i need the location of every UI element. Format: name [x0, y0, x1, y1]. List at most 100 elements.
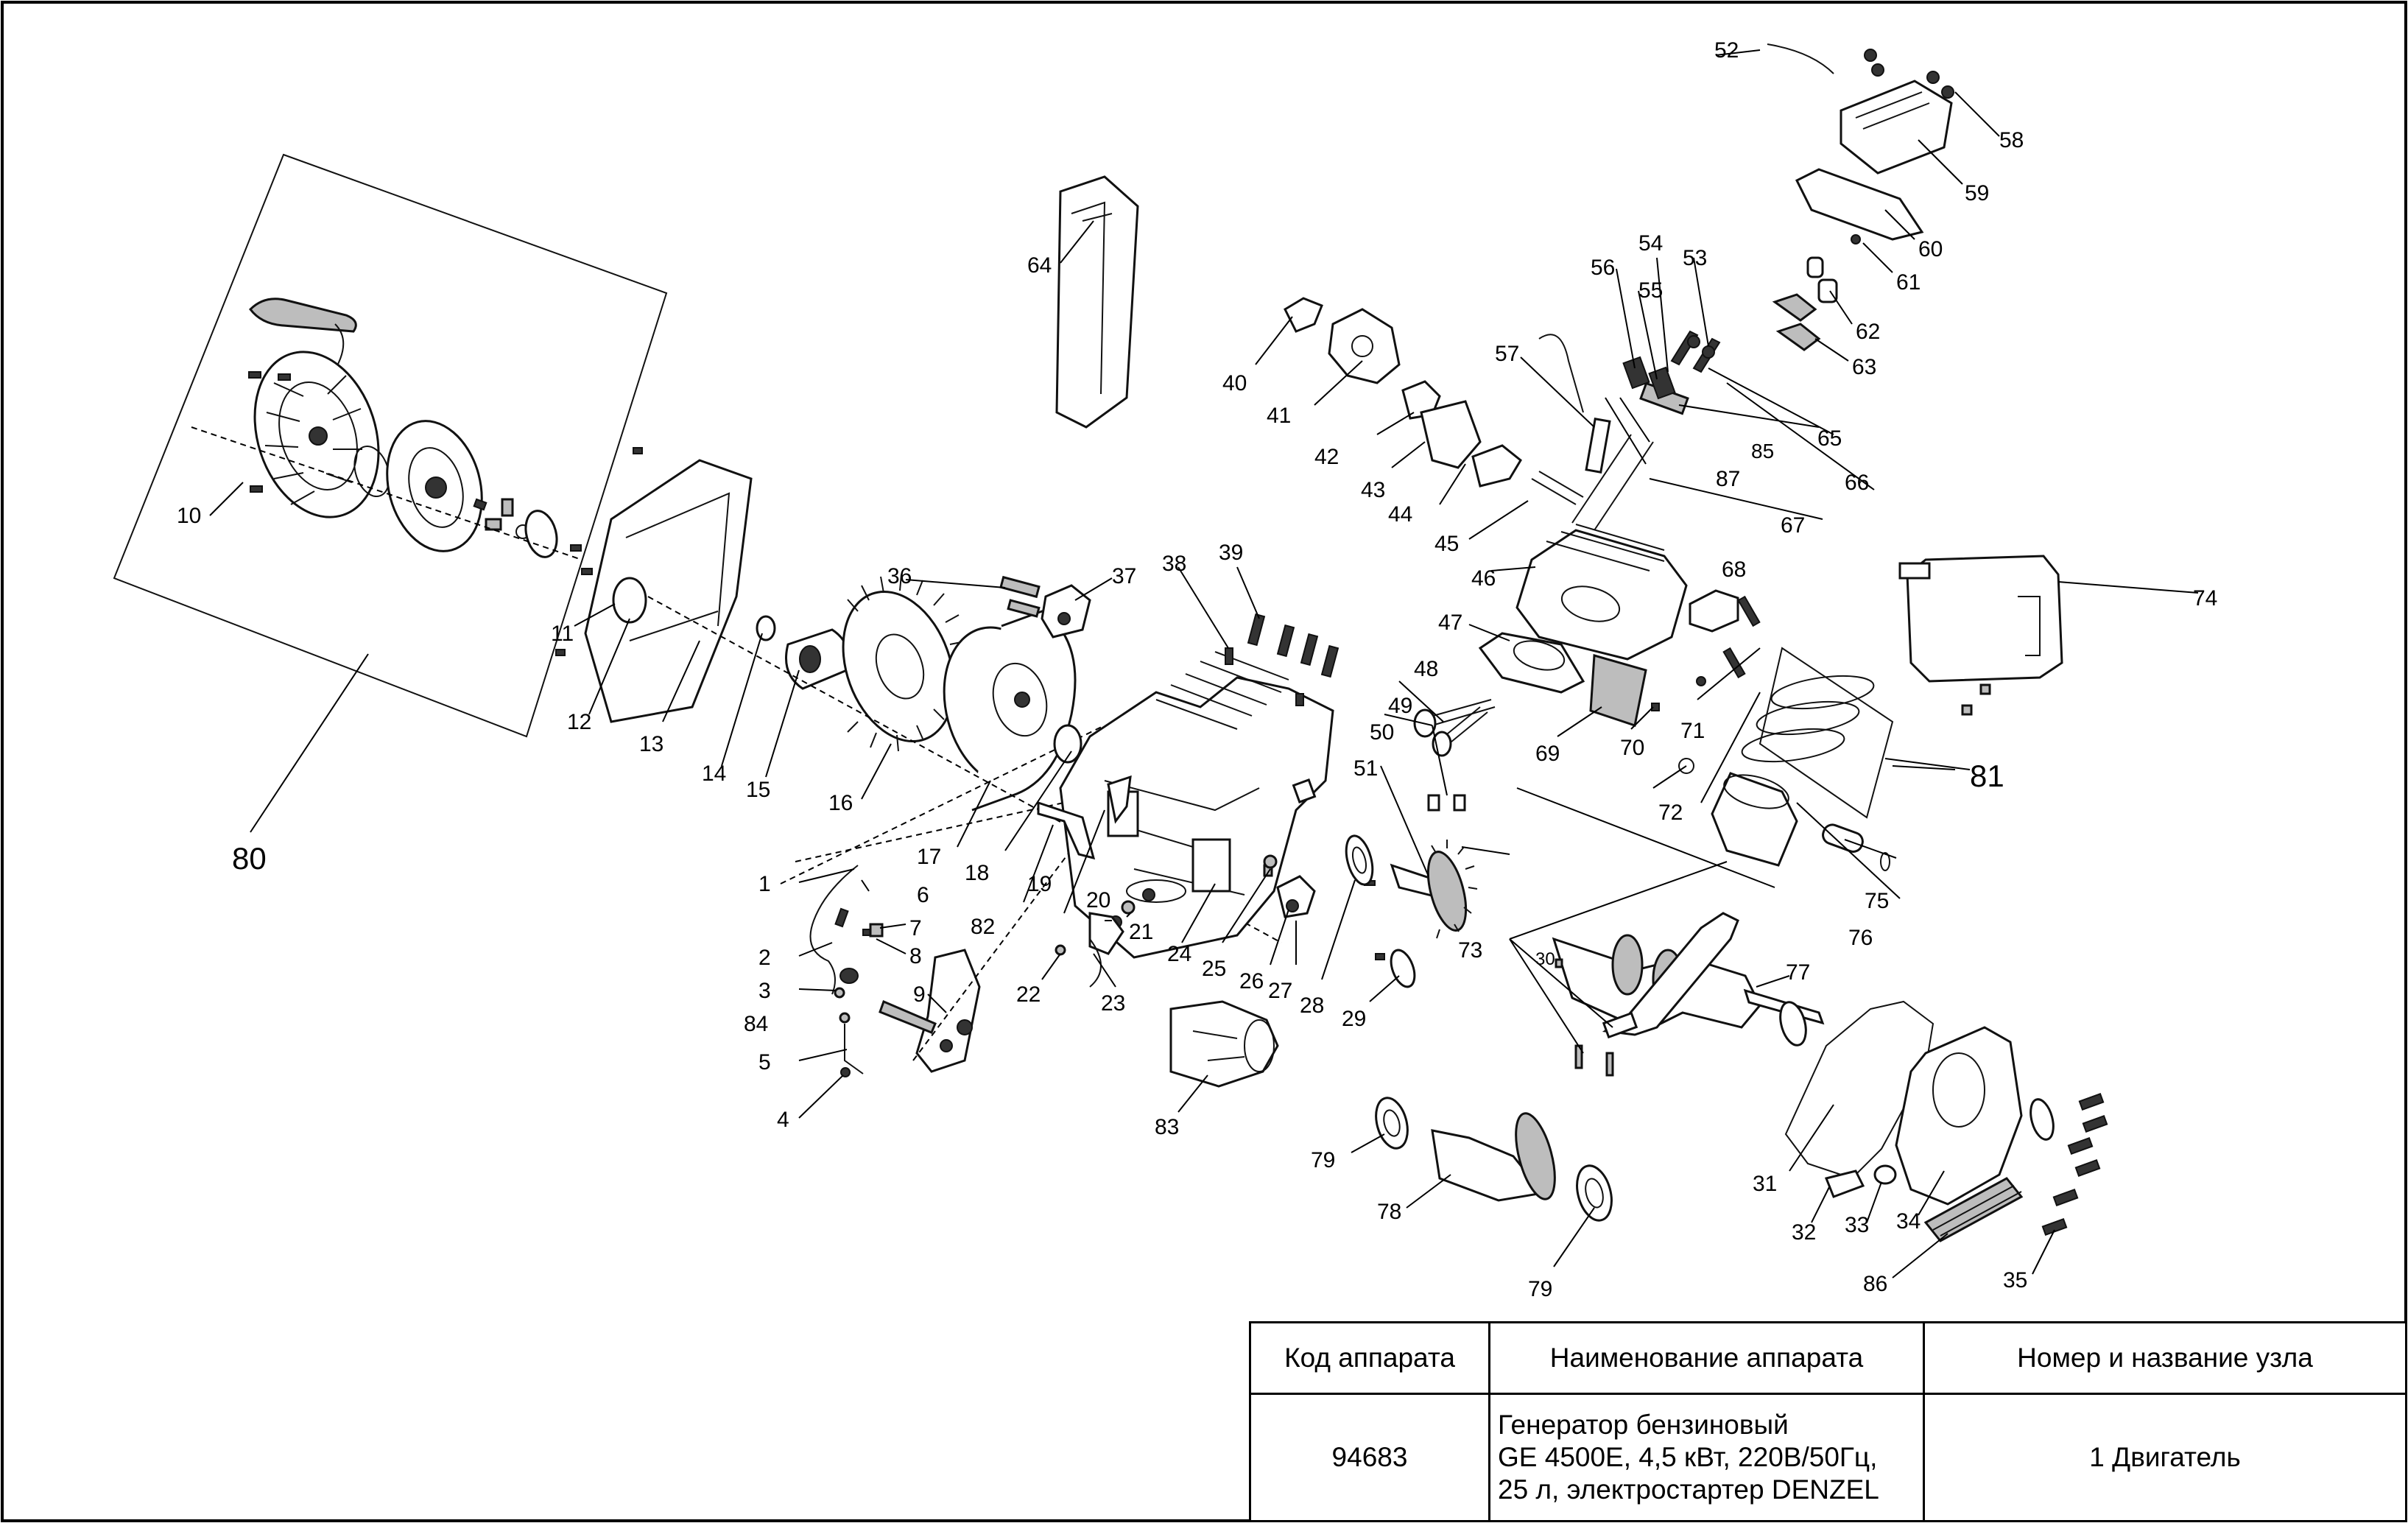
- muffler-group: [1898, 555, 2063, 716]
- valve-cover-group: [1767, 43, 1954, 351]
- callout-42: 42: [1314, 445, 1339, 469]
- callout-28: 28: [1300, 993, 1324, 1018]
- callout-70: 70: [1620, 736, 1644, 760]
- callout-11: 11: [551, 622, 574, 646]
- callout-6: 6: [917, 883, 929, 907]
- callout-67: 67: [1781, 513, 1805, 538]
- callout-68: 68: [1722, 558, 1746, 582]
- callout-5: 5: [758, 1050, 771, 1074]
- callout-23: 23: [1101, 991, 1125, 1016]
- callout-36: 36: [887, 564, 912, 588]
- governor-linkage-group: [795, 765, 1135, 1077]
- callout-15: 15: [746, 778, 770, 802]
- callout-81: 81: [1970, 759, 2004, 793]
- callout-62: 62: [1856, 320, 1880, 344]
- callout-33: 33: [1845, 1213, 1869, 1237]
- camshaft-group: [1375, 1097, 1613, 1222]
- callout-45: 45: [1434, 532, 1459, 556]
- crankshaft-group: [1516, 647, 1894, 1077]
- callout-79-bottom: 79: [1528, 1277, 1552, 1301]
- callout-41: 41: [1267, 404, 1291, 428]
- callout-21: 21: [1129, 920, 1153, 944]
- carburetor-group: [1284, 297, 1522, 488]
- callout-82: 82: [971, 915, 995, 939]
- callout-9: 9: [913, 982, 926, 1007]
- info-table-header-row: Код аппарата Наименование аппарата Номер…: [1249, 1321, 2407, 1395]
- callout-59: 59: [1965, 181, 1989, 205]
- callout-40: 40: [1222, 371, 1247, 395]
- callout-43: 43: [1361, 478, 1385, 502]
- fan-cover-group: [584, 459, 1282, 943]
- callout-26: 26: [1239, 969, 1264, 993]
- callout-84: 84: [744, 1012, 768, 1036]
- callout-73: 73: [1458, 938, 1482, 963]
- callout-22: 22: [1016, 982, 1041, 1007]
- assembly-name: 1 Двигатель: [1923, 1393, 2407, 1522]
- leader-lines: [209, 49, 2199, 1278]
- callout-53: 53: [1683, 246, 1707, 270]
- info-table: Код аппарата Наименование аппарата Номер…: [1249, 1321, 2407, 1522]
- callout-86: 86: [1863, 1272, 1887, 1296]
- callout-47: 47: [1438, 611, 1462, 635]
- callout-78: 78: [1377, 1200, 1401, 1224]
- callout-8: 8: [909, 944, 922, 968]
- callout-16: 16: [828, 791, 853, 815]
- callout-48: 48: [1414, 657, 1438, 681]
- callout-87: 87: [1716, 467, 1740, 491]
- callout-64: 64: [1027, 253, 1052, 278]
- crankcase-group: [999, 575, 1376, 988]
- callout-69: 69: [1535, 742, 1560, 766]
- callout-50: 50: [1370, 720, 1394, 745]
- callout-52: 52: [1714, 38, 1739, 63]
- callout-57: 57: [1495, 342, 1519, 366]
- header-device-name: Наименование аппарата: [1488, 1321, 1925, 1395]
- callout-18: 18: [965, 861, 989, 885]
- info-table-data-row: 94683 Генератор бензиновый GE 4500E, 4,5…: [1249, 1393, 2407, 1522]
- camshaft-gear-group: [1345, 834, 1478, 988]
- header-assembly: Номер и название узла: [1923, 1321, 2407, 1395]
- callout-56: 56: [1591, 256, 1615, 280]
- device-name-line-1: Генератор бензиновый: [1498, 1410, 1789, 1440]
- device-name-line-3: 25 л, электростартер DENZEL: [1498, 1474, 1879, 1505]
- callout-14: 14: [702, 762, 726, 786]
- callout-10: 10: [177, 504, 201, 528]
- starter-motor-group: [1169, 1000, 1279, 1088]
- callout-76: 76: [1848, 926, 1873, 950]
- callout-27: 27: [1268, 979, 1292, 1003]
- callout-19: 19: [1027, 872, 1052, 896]
- callout-51: 51: [1353, 756, 1378, 781]
- callout-66: 66: [1845, 471, 1869, 495]
- header-device-code: Код аппарата: [1249, 1321, 1490, 1395]
- callout-31: 31: [1753, 1172, 1777, 1196]
- callout-25: 25: [1202, 957, 1226, 981]
- callout-37: 37: [1112, 564, 1136, 588]
- callout-2: 2: [758, 946, 771, 970]
- callout-85: 85: [1751, 440, 1774, 462]
- callout-39: 39: [1219, 541, 1243, 565]
- callout-38: 38: [1162, 552, 1186, 576]
- starter-assembly-group: [113, 153, 668, 738]
- callout-12: 12: [567, 710, 591, 734]
- callout-32: 32: [1792, 1220, 1816, 1245]
- callout-34: 34: [1896, 1209, 1921, 1234]
- callout-24: 24: [1167, 942, 1191, 966]
- callout-55: 55: [1638, 278, 1663, 303]
- callout-7: 7: [909, 916, 922, 940]
- callout-29: 29: [1342, 1007, 1366, 1031]
- callout-74: 74: [2193, 586, 2217, 611]
- device-code: 94683: [1249, 1393, 1490, 1522]
- callout-54: 54: [1638, 231, 1663, 256]
- callout-17: 17: [917, 845, 941, 869]
- callout-63: 63: [1852, 355, 1876, 379]
- callout-60: 60: [1918, 237, 1943, 261]
- device-name-line-2: GE 4500E, 4,5 кВт, 220В/50Гц,: [1498, 1442, 1878, 1472]
- crankcase-cover-group: [1784, 1000, 2108, 1242]
- callout-3: 3: [758, 979, 771, 1003]
- cylinder-head-group: [1413, 330, 1761, 812]
- callout-35: 35: [2003, 1268, 2027, 1292]
- callout-1: 1: [758, 872, 771, 896]
- air-filter-group: [1055, 175, 1139, 429]
- callout-79-top: 79: [1311, 1148, 1335, 1172]
- callout-44: 44: [1388, 502, 1412, 527]
